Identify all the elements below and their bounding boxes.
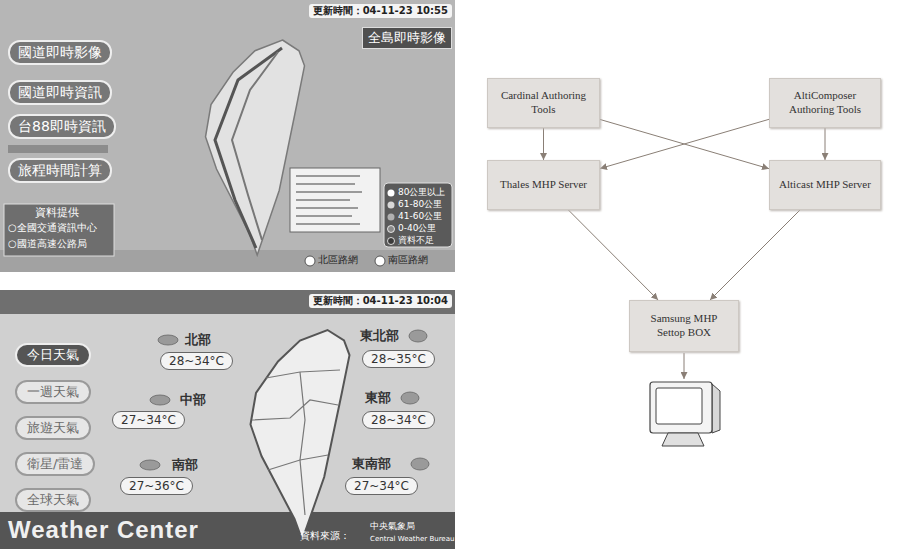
process-box: Samsung MHP Settop BOX: [629, 300, 739, 352]
list-row: [296, 199, 350, 201]
temperature: 28~34°C: [160, 352, 233, 370]
speed-legend-text: 0-40公里: [398, 223, 436, 234]
speed-legend-text: 41-60公里: [398, 211, 442, 222]
process-box: Alticast MHP Server: [769, 160, 881, 210]
flow-arrow: [825, 128, 826, 160]
region-name: 東部: [365, 390, 391, 406]
region-name: 南部: [172, 457, 198, 473]
update-time: 更新時間：04-11-23 10:04: [309, 294, 452, 308]
camera-list: [290, 168, 380, 232]
speed-legend-text: 80公里以上: [398, 187, 445, 198]
speed-swatch: [388, 238, 395, 245]
list-row: [296, 183, 355, 185]
screen-title: 全島即時影像: [362, 27, 452, 49]
menu-button: 今日天氣: [15, 343, 91, 367]
menu-stripe: [8, 145, 108, 153]
source-label: 資料來源：: [300, 530, 350, 542]
menu-button: 國道即時資訊: [8, 80, 112, 105]
speed-legend-box: [384, 183, 452, 247]
screen-top-strip: [0, 290, 455, 314]
region-name: 中部: [180, 392, 206, 408]
menu-button: 旅程時間計算: [8, 158, 112, 183]
speed-swatch: [388, 202, 395, 209]
menu-button: 衛星/雷達: [15, 452, 95, 476]
network-label: 北區路網: [318, 254, 358, 266]
list-row: [296, 175, 360, 177]
camera-list-rows: [296, 176, 362, 224]
source-item: ○全國交通資訊中心: [8, 222, 97, 234]
source-heading: 資料提供: [35, 206, 79, 219]
box-label: Alticast MHP Server: [779, 178, 871, 192]
process-box: Thales MHP Server: [487, 160, 600, 210]
flow-arrow: [543, 128, 544, 160]
cloud-icon: [150, 395, 170, 405]
temperature: 27~34°C: [112, 411, 185, 429]
process-box: AltiComposer Authoring Tools: [769, 78, 881, 128]
box-label: AltiComposer Authoring Tools: [776, 89, 874, 117]
region-borders: [252, 370, 340, 515]
flow-arrow: [710, 210, 800, 300]
network-label: 南區路網: [388, 254, 428, 266]
flow-arrow: [600, 119, 769, 168]
monitor-body: [650, 382, 712, 433]
brand-title: Weather Center: [8, 516, 199, 545]
cloud-icon: [409, 330, 427, 342]
screen-bottom-band: [0, 512, 455, 549]
cloud-icon: [401, 392, 419, 404]
network-button: [305, 256, 315, 266]
agency-name: Central Weather Bureau: [370, 535, 454, 543]
region-name: 東南部: [352, 456, 391, 472]
region-border: [268, 455, 328, 470]
speed-swatch: [388, 226, 395, 233]
agency-name: 中央氣象局: [370, 521, 415, 532]
box-label: Samsung MHP Settop BOX: [636, 312, 732, 340]
region-border: [252, 400, 338, 420]
taiwan-map: [251, 330, 350, 540]
menu-button: 一週天氣: [15, 380, 91, 404]
menu-button: 旅遊天氣: [15, 416, 91, 440]
box-label: Thales MHP Server: [500, 178, 587, 192]
list-row: [296, 215, 352, 217]
list-row: [296, 207, 358, 209]
flow-arrow: [600, 119, 769, 168]
list-row: [296, 191, 362, 193]
monitor-screen: [656, 388, 702, 424]
temperature: 27~36°C: [120, 477, 193, 495]
region-border: [266, 370, 340, 378]
list-row: [296, 223, 360, 225]
freeway-line: [215, 48, 282, 248]
screenshot-ground: [0, 0, 455, 272]
cloud-icon: [158, 335, 178, 345]
speed-legend-text: 資料不足: [398, 235, 434, 246]
temperature: 27~34°C: [345, 477, 418, 495]
region-border: [300, 372, 305, 515]
speed-legend-text: 61-80公里: [398, 199, 442, 210]
menu-button: 國道即時影像: [8, 40, 112, 65]
flow-arrow: [568, 210, 658, 300]
speed-swatch: [388, 190, 395, 197]
temperature: 28~35°C: [362, 350, 435, 368]
speed-swatch: [388, 214, 395, 221]
region-name: 東北部: [360, 328, 399, 344]
process-box: Cardinal Authoring Tools: [487, 78, 600, 128]
cloud-icon: [411, 458, 429, 470]
temperature: 28~34°C: [362, 411, 435, 429]
screenshot-ground: [0, 290, 455, 549]
monitor-stand: [662, 433, 704, 446]
freeway-line: [232, 52, 278, 240]
menu-button: 全球天氣: [15, 488, 91, 512]
update-time: 更新時間：04-11-23 10:55: [309, 4, 452, 18]
output-arrow: [684, 353, 685, 379]
cloud-icon: [140, 460, 160, 470]
box-label: Cardinal Authoring Tools: [494, 89, 593, 117]
monitor-side: [712, 384, 720, 433]
region-name: 北部: [185, 332, 211, 348]
source-box: [4, 204, 114, 256]
menu-button: 台88即時資訊: [8, 114, 116, 139]
source-item: ○國道高速公路局: [8, 238, 87, 250]
network-button: [375, 256, 385, 266]
